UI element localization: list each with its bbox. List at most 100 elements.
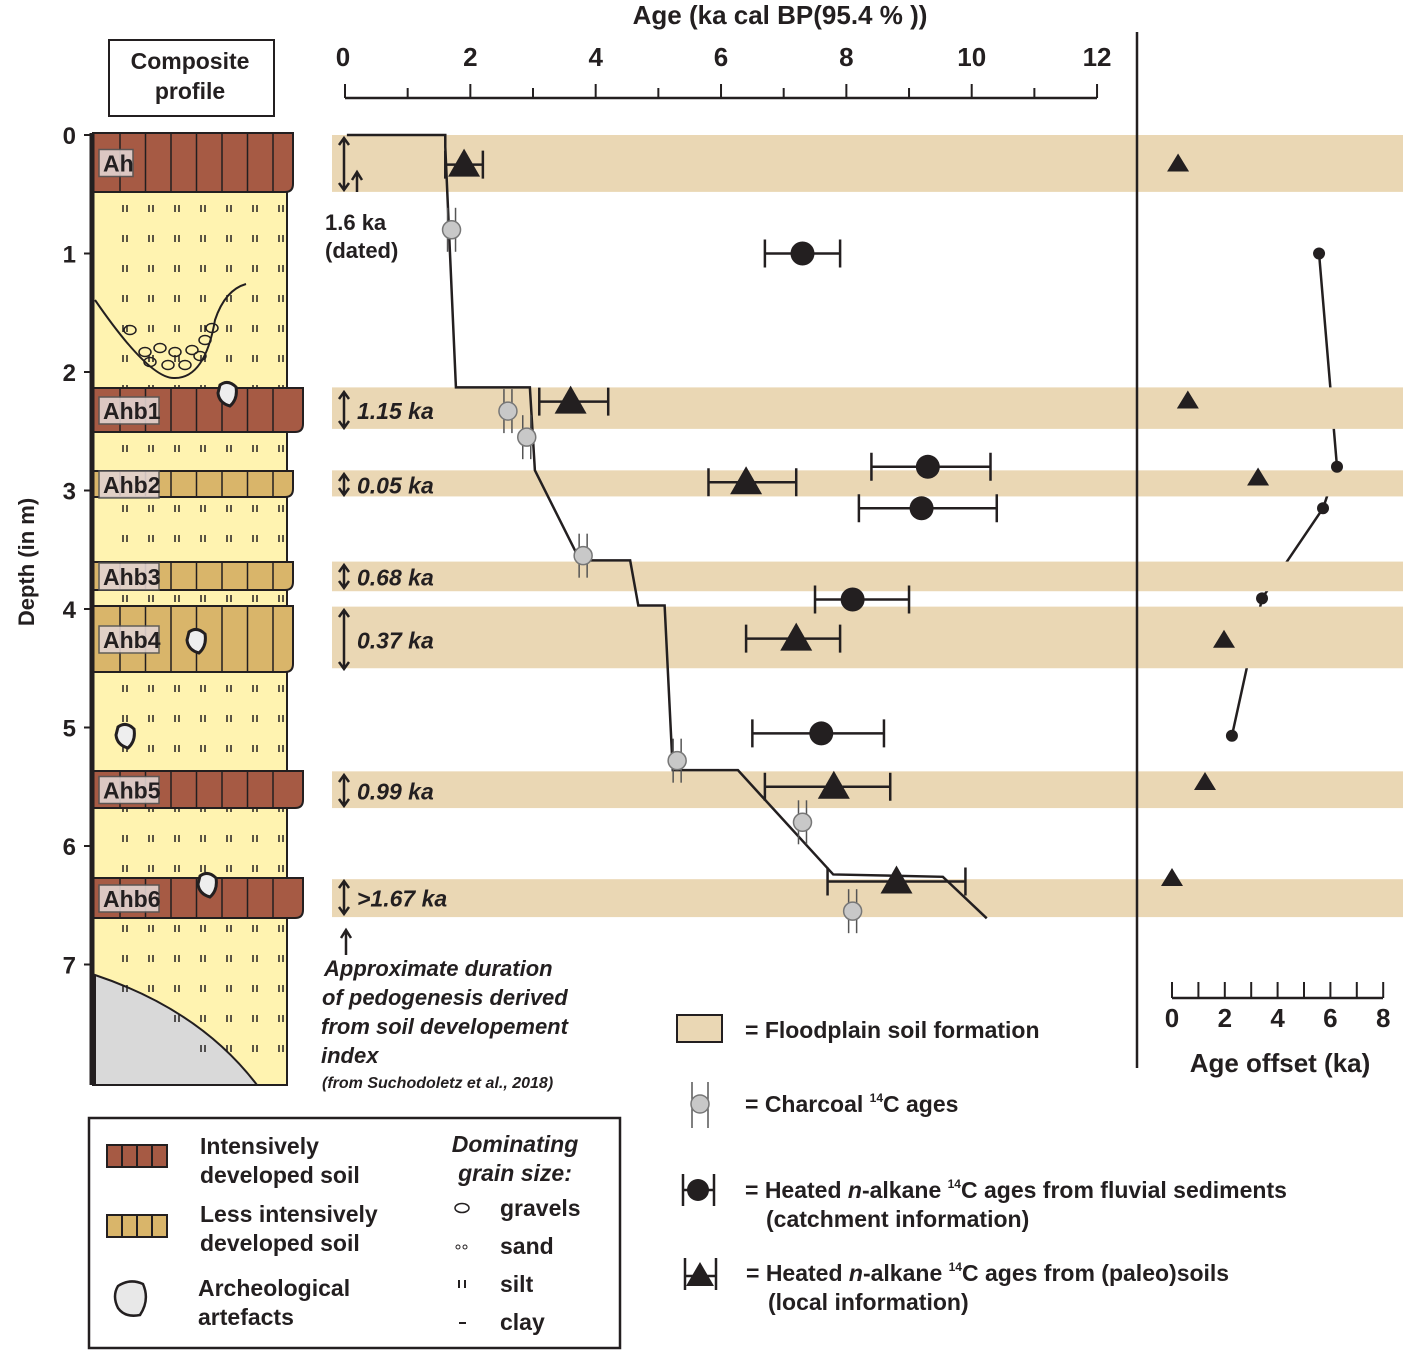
artefact-icon	[196, 871, 218, 899]
soil-point	[817, 770, 850, 799]
legend-charcoal-symbol	[690, 1082, 710, 1128]
duration-label: 0.68 ka	[357, 565, 434, 591]
duration-arrow	[337, 389, 351, 431]
profile-title-box	[108, 39, 275, 117]
horizon-label: Ah	[103, 151, 134, 177]
duration-caption-1: Approximate duration	[323, 956, 553, 981]
duration-arrow	[337, 562, 351, 591]
depth-tick-label: 4	[63, 597, 77, 624]
caption-arrow	[339, 927, 353, 955]
charcoal-point	[516, 427, 537, 447]
horizon-label-box	[98, 625, 160, 654]
depth-tick-label: 7	[63, 953, 76, 980]
horizon-label-box	[98, 775, 160, 805]
age-tick-label: 0	[336, 42, 350, 72]
legend-fluvial: = Heated n-alkane 14C ages from fluvial …	[745, 1177, 1287, 1203]
fluvial-point	[809, 721, 834, 746]
soil-point	[780, 622, 813, 651]
gravel-channel	[94, 283, 247, 380]
profile-title-2: profile	[155, 78, 225, 104]
legend-clay: clay	[500, 1309, 545, 1335]
charcoal-point	[842, 901, 863, 921]
horizon-label: Ahb6	[103, 886, 161, 912]
depth-tick-label: 6	[63, 834, 76, 861]
offset-tick-label: 8	[1376, 1003, 1390, 1033]
legend-less: Less intensively	[200, 1201, 378, 1227]
age-tick-label: 10	[957, 42, 986, 72]
depth-axis-title: Depth (in m)	[14, 498, 39, 626]
soil-point	[448, 148, 481, 177]
offset-circle	[1317, 502, 1330, 515]
legend-soil-note: (local information)	[768, 1289, 969, 1315]
horizon-label: Ahb2	[103, 472, 161, 498]
offset-axis-title: Age offset (ka)	[1190, 1048, 1371, 1078]
charcoal-point	[441, 220, 462, 240]
depth-tick-label: 2	[63, 360, 76, 387]
soil-band	[332, 771, 1403, 809]
sand-icon	[455, 1244, 468, 1250]
offset-triangle	[1247, 467, 1270, 486]
offset-tick-label: 4	[1270, 1003, 1285, 1033]
symbol-legend: = Floodplain soil formation = Charcoal 1…	[676, 1014, 1287, 1315]
offset-tick-label: 0	[1165, 1003, 1179, 1033]
legend-less-2: developed soil	[200, 1230, 360, 1256]
offset-tick-label: 6	[1323, 1003, 1337, 1033]
depth-tick-label: 5	[63, 716, 76, 743]
legend-sand: sand	[500, 1233, 554, 1259]
duration-label: 0.37 ka	[357, 628, 434, 654]
artefact-icon	[185, 627, 207, 655]
soil-point	[730, 466, 763, 495]
floodplain-soil-bands	[332, 135, 1403, 918]
offset-tick-label: 2	[1218, 1003, 1232, 1033]
artefact-icon	[216, 380, 238, 408]
horizon-label-box	[98, 470, 160, 499]
gravel	[193, 350, 207, 362]
duration-ah-note: (dated)	[325, 238, 398, 263]
horizon-label: Ahb3	[103, 564, 161, 590]
horizon-label: Ahb4	[103, 627, 161, 653]
data-points	[441, 148, 999, 934]
legend-fluvial-symbol	[681, 1174, 716, 1206]
gravel	[198, 334, 212, 346]
bedrock	[94, 973, 260, 1086]
age-axis-title: Age (ka cal BP(95.4 % ))	[633, 0, 928, 30]
duration-arrow	[337, 135, 351, 193]
gravel	[205, 322, 219, 334]
soil-band	[332, 387, 1403, 429]
charcoal-point	[792, 812, 813, 833]
soil-band	[332, 606, 1403, 669]
legend-silt: silt	[500, 1271, 534, 1297]
gravel-icon	[454, 1202, 470, 1214]
soil-horizon	[92, 132, 294, 193]
duration-caption-4: index	[321, 1043, 379, 1068]
soil-point	[554, 385, 587, 414]
horizon-label: Ahb1	[103, 398, 161, 424]
fluvial-point	[840, 587, 865, 612]
charcoal-point	[667, 750, 687, 771]
fluvial-point	[909, 496, 934, 521]
horizon-label-box	[98, 562, 160, 591]
charcoal-point	[498, 401, 518, 421]
profile-title: Composite	[131, 48, 250, 74]
legend-soil-symbol	[683, 1258, 718, 1290]
age-tick-label: 8	[839, 42, 853, 72]
age-tick-label: 4	[588, 42, 603, 72]
soil-point	[880, 865, 913, 894]
fluvial-point	[915, 454, 940, 479]
gravel	[123, 324, 137, 336]
legend-grain-title: Dominating	[452, 1131, 579, 1157]
depth-tick-label: 0	[63, 123, 76, 150]
depth-tick-label: 3	[63, 479, 76, 506]
gravel	[138, 346, 152, 358]
soil-band	[332, 135, 1403, 192]
duration-arrow	[337, 607, 351, 672]
offset-circle	[1225, 729, 1238, 742]
duration-arrow	[337, 772, 351, 809]
duration-label: 0.05 ka	[357, 473, 434, 499]
legend-artefacts-2: artefacts	[198, 1304, 294, 1330]
artefact-icon	[114, 722, 136, 750]
legend-floodplain-swatch	[676, 1014, 723, 1043]
pedogenesis-durations: 1.6 ka (dated) Approximate duration of p…	[321, 135, 570, 1092]
legend-intensive-swatch	[106, 1144, 168, 1168]
